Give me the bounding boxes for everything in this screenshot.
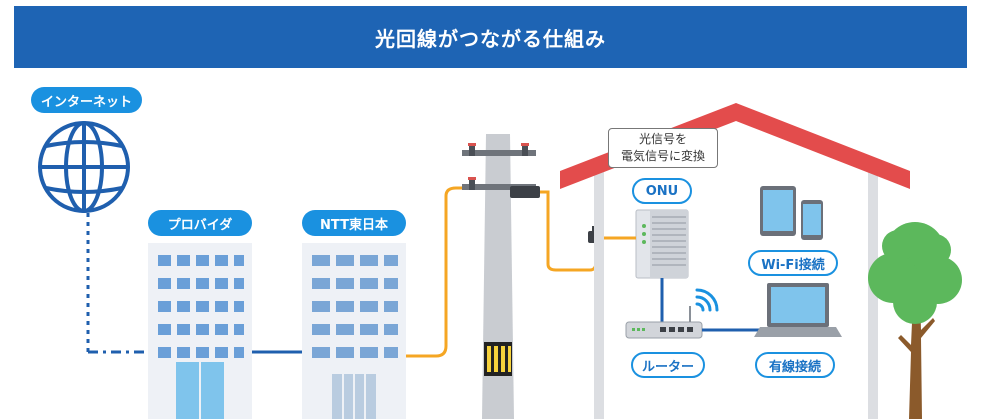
internet-dotted-line: [86, 213, 146, 354]
router-icon: [625, 306, 703, 339]
onu-label: ONU: [632, 178, 692, 204]
globe-icon: [38, 121, 130, 213]
tree-icon: [868, 222, 962, 419]
onu-callout: 光信号を 電気信号に変換: [608, 128, 718, 168]
onu-icon: [635, 209, 689, 279]
laptop-icon: [754, 283, 842, 337]
tablet-icon: [760, 186, 796, 236]
ntt-building: [302, 243, 406, 419]
callout-line-2: 電気信号に変換: [620, 149, 705, 163]
provider-building: [148, 243, 252, 419]
wifi-connection-label: Wi-Fi接続: [748, 250, 838, 276]
wired-connection-label: 有線接続: [755, 352, 835, 378]
utility-pole: [462, 134, 540, 419]
wifi-icon: [695, 288, 719, 312]
router-label: ルーター: [631, 352, 705, 378]
provider-label: プロバイダ: [148, 210, 252, 236]
fiber-ntt-pole: [406, 186, 486, 358]
smartphone-icon: [801, 200, 823, 240]
ntt-label: NTT東日本: [302, 210, 406, 236]
callout-line-1: 光信号を: [638, 132, 687, 146]
internet-label: インターネット: [31, 87, 142, 113]
page-title: 光回線がつながる仕組み: [14, 6, 967, 68]
fiber-pole-house: [540, 190, 598, 272]
